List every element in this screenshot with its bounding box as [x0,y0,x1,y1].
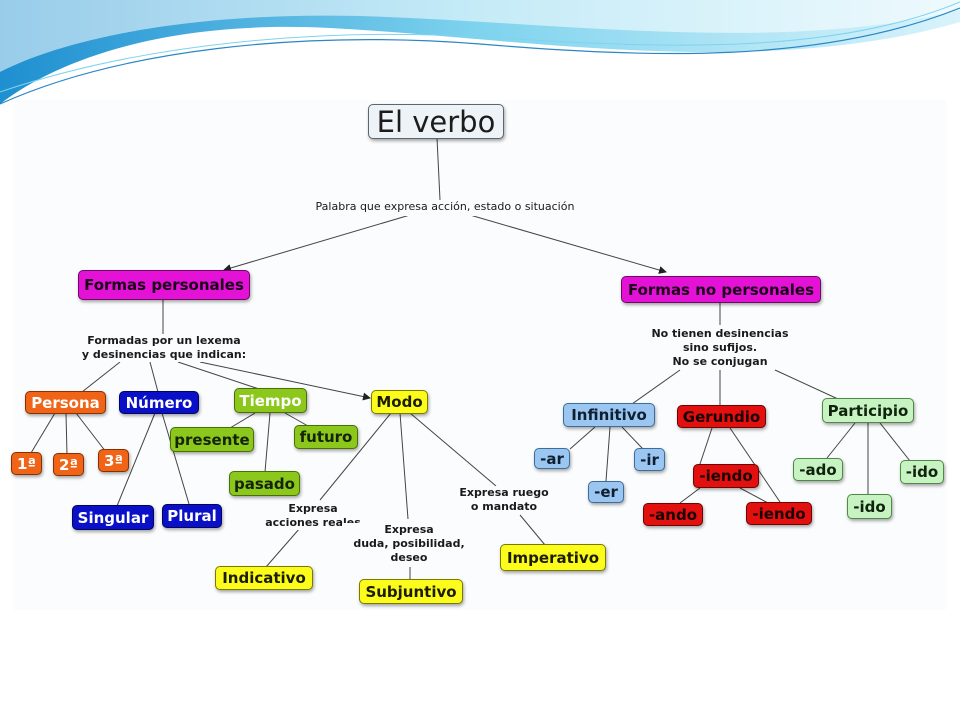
iendo-second-suffix-node: -iendo [746,502,812,525]
modo-node: Modo [371,390,428,414]
subjuntivo-node: Subjuntivo [359,579,463,604]
personales-description-label: Formadas por un lexema y desinencias que… [64,334,264,362]
ando-suffix-node: -ando [643,503,703,526]
ir-suffix-node: -ir [634,448,665,471]
presente-node: presente [170,427,254,452]
iendo-suffix-node: -iendo [693,464,759,488]
participio-node: Participio [822,398,914,423]
imperativo-node: Imperativo [500,544,606,571]
ido-second-suffix-node: -ido [847,494,892,519]
indicativo-node: Indicativo [215,566,313,590]
pasado-node: pasado [229,471,300,496]
persona-node: Persona [25,391,106,414]
ar-suffix-node: -ar [534,448,570,469]
ado-suffix-node: -ado [793,458,843,481]
numero-node: Número [119,391,199,414]
primera-persona-node: 1ª [11,452,42,475]
er-suffix-node: -er [588,481,624,503]
tercera-persona-node: 3ª [98,449,129,472]
tiempo-node: Tiempo [234,388,307,413]
futuro-node: futuro [294,425,358,449]
slide-header-waves [0,0,960,105]
no-personales-description-label: No tienen desinencias sino sufijos. No s… [630,327,810,369]
segunda-persona-node: 2ª [53,453,84,476]
singular-node: Singular [72,505,154,530]
subjuntivo-description-label: Expresa duda, posibilidad, deseo [342,523,476,565]
plural-node: Plural [162,504,222,528]
gerundio-node: Gerundio [677,405,766,428]
imperativo-description-label: Expresa ruego o mandato [448,486,560,514]
formas-personales-node: Formas personales [78,270,250,300]
definition-label: Palabra que expresa acción, estado o sit… [300,200,590,216]
title-node: El verbo [368,104,504,139]
infinitivo-node: Infinitivo [563,403,655,427]
ido-suffix-node: -ido [900,460,944,484]
formas-no-personales-node: Formas no personales [621,276,821,303]
